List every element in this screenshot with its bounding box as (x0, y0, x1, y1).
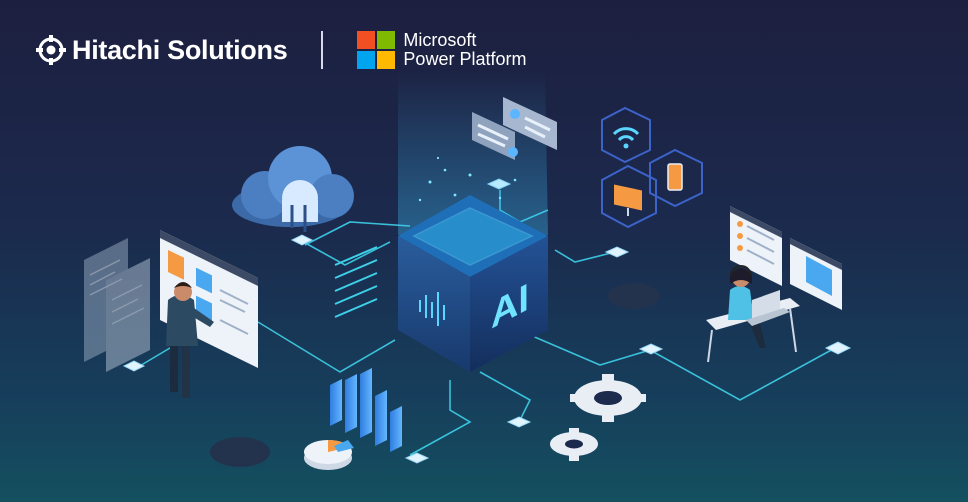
partner-name: Microsoft Power Platform (403, 31, 526, 69)
beam-particles (418, 156, 517, 202)
brand-divider (321, 31, 324, 69)
data-stack-icon (334, 246, 378, 318)
gear-icon (570, 374, 646, 422)
person-icon (166, 282, 214, 398)
hitachi-logo-icon (36, 35, 66, 65)
laptop-icon (746, 290, 790, 326)
hitachi-brand: Hitachi Solutions (36, 34, 288, 66)
brand-header: Hitachi Solutions Microsoft Power Platfo… (36, 26, 526, 74)
waveform-icon (419, 292, 445, 326)
microsoft-logo-icon (357, 31, 396, 69)
company-name: Hitachi Solutions (72, 34, 288, 65)
small-gear-icon (550, 428, 598, 461)
chat-bubble-icon (472, 97, 557, 160)
wifi-icon (601, 106, 651, 164)
partner-line-2: Power Platform (403, 49, 527, 69)
code-panels (84, 238, 150, 372)
cloud-icon (232, 146, 354, 232)
monitor-icon (601, 164, 657, 229)
microsoft-brand: Microsoft Power Platform (357, 31, 526, 69)
pie-chart-icon (304, 439, 354, 470)
phone-icon (649, 148, 703, 208)
partner-line-1: Microsoft (403, 30, 477, 50)
ai-cube: AI (398, 195, 548, 372)
bar-chart-icon (330, 368, 402, 452)
background-gear-icon (210, 283, 660, 467)
